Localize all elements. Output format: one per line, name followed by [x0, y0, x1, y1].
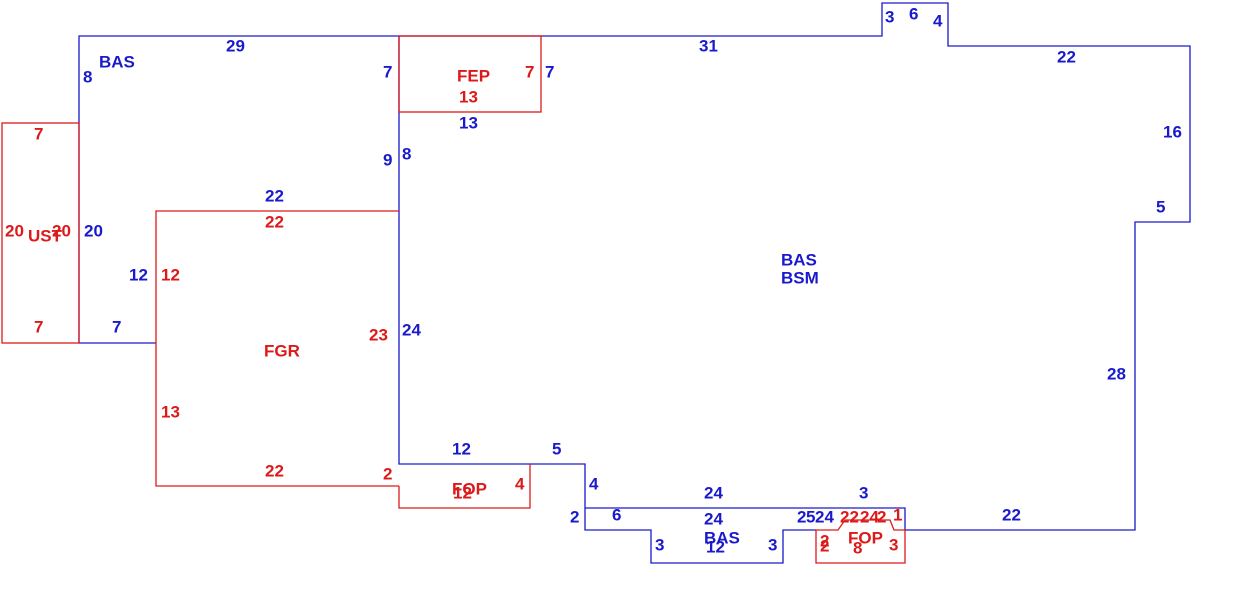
dim-22-right-top: 22	[1057, 47, 1076, 66]
dim-red-13-fep: 13	[459, 87, 478, 106]
dim-3-top: 3	[885, 7, 894, 26]
area-label-fgr: FGR	[264, 341, 300, 360]
area-label-bas-bottom: BAS	[704, 528, 740, 547]
dim-29: 29	[226, 36, 245, 55]
bas-notch-outline	[584, 508, 816, 564]
fep-outline	[398, 35, 542, 113]
dim-6-notch: 6	[612, 505, 621, 524]
fop-left-outline	[398, 464, 531, 509]
dim-red-4-fop: 4	[515, 474, 525, 493]
dim-red-20-ust-right: 20	[52, 221, 71, 240]
dim-13-fep: 13	[459, 113, 478, 132]
dim-red-22-fgr-bottom: 22	[265, 461, 284, 480]
dim-red-23-fgr: 23	[369, 325, 388, 344]
dim-4-notch: 4	[589, 474, 599, 493]
area-label-fop-right: FOP	[848, 528, 883, 547]
dim-5-fop-top: 5	[552, 439, 561, 458]
dim-5-right: 5	[1156, 197, 1165, 216]
dim-red-2-fop-right-b: 2	[820, 536, 829, 555]
dim-2-small: 2	[797, 507, 806, 526]
dim-7-bottom-left: 7	[112, 317, 121, 336]
area-label-bsm: BSM	[781, 268, 819, 287]
dim-4-top: 4	[933, 11, 943, 30]
dim-red-12-fop: 12	[453, 483, 472, 502]
dim-7-fep-right: 7	[545, 62, 554, 81]
dim-3-small-top: 3	[859, 483, 868, 502]
dim-red-22-fgr-top: 22	[265, 212, 284, 231]
dim-12-fop-top: 12	[452, 439, 471, 458]
dim-red-3-fop-right: 3	[889, 535, 898, 554]
area-label-fop-left: FOP	[452, 479, 487, 498]
dim-5-small: 5	[806, 507, 815, 526]
dim-red-12-fgr: 12	[161, 265, 180, 284]
dim-red-7-ust-top: 7	[34, 124, 43, 143]
dim-7-bas-fep: 7	[383, 62, 392, 81]
dim-2-notch: 2	[570, 507, 579, 526]
dim-24-small: 24	[815, 507, 834, 526]
dim-28: 28	[1107, 364, 1126, 383]
dim-3-notch-left: 3	[655, 535, 664, 554]
dim-9: 9	[383, 150, 392, 169]
dim-red-2-fop-right: 2	[820, 531, 829, 550]
dim-red-13-fgr: 13	[161, 402, 180, 421]
dim-24-notch: 24	[704, 509, 723, 528]
dim-red-2-fop-right-c: 2	[877, 507, 886, 526]
bas-outline	[78, 2, 1191, 531]
fop-right-outline	[815, 519, 906, 564]
dim-red-24-fop-right: 24	[860, 507, 879, 526]
dim-red-7-fep: 7	[525, 62, 534, 81]
dim-red-22-fop-right: 22	[840, 507, 859, 526]
dim-24-top-notch: 24	[704, 483, 723, 502]
dim-12: 12	[129, 265, 148, 284]
dim-12-notch-bottom: 12	[706, 537, 725, 556]
area-label-fep: FEP	[457, 66, 490, 85]
dim-22-fgr-top: 22	[265, 186, 284, 205]
dim-6-top: 6	[909, 4, 918, 23]
dim-red-8-fop-right: 8	[853, 538, 862, 557]
dim-red-2-fgr: 2	[383, 464, 392, 483]
dim-24: 24	[402, 320, 421, 339]
ust-outline	[1, 122, 80, 344]
fgr-outline	[155, 210, 399, 487]
area-label-ust: UST	[28, 226, 63, 245]
dim-20: 20	[84, 221, 103, 240]
dim-red-20-ust-left: 20	[5, 221, 24, 240]
dim-16: 16	[1163, 122, 1182, 141]
area-label-bas-main: BAS	[781, 250, 817, 269]
dim-red-1-fop-right: 1	[893, 505, 902, 524]
dim-31: 31	[699, 36, 718, 55]
dim-3-notch-right: 3	[768, 535, 777, 554]
dim-8-left: 8	[83, 67, 92, 86]
dim-8-mid: 8	[402, 144, 411, 163]
dim-red-7-ust-bottom: 7	[34, 317, 43, 336]
area-label-bas-top: BAS	[99, 52, 135, 71]
dim-22-bottom-right: 22	[1002, 505, 1021, 524]
